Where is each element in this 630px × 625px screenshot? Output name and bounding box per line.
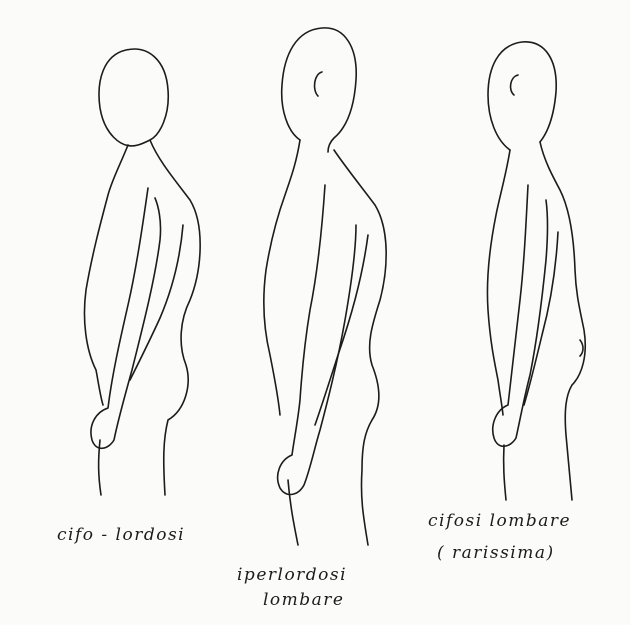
figure-1-head [99,49,168,146]
caption-cifosi-lombare-line-2: ( rarissima) [437,543,555,563]
figure-3-leg [504,445,506,500]
figure-2-back [334,150,386,545]
figure-1-arm-inner [130,225,183,380]
figure-1-front [84,145,128,405]
figure-3-back [540,142,585,500]
figure-2-leg [288,480,298,545]
figure-2-arm-inner [315,235,368,425]
figure-1-arm [91,188,161,448]
figure-2-ear [315,72,322,96]
figure-1-back [150,140,200,495]
caption-iperlordosi-line-1: iperlordosi [237,565,347,585]
figure-cifosi-lombare [487,42,585,500]
caption-cifosi-lombare-line-1: cifosi lombare [428,511,571,531]
figure-3-arm [493,185,548,446]
figure-3-lumbar-mark [580,340,583,356]
figure-iperlordosi-lombare [264,28,386,545]
figure-3-ear [511,75,518,95]
figure-2-front [264,140,300,415]
caption-cifo-lordosi: cifo - lordosi [57,525,185,545]
figure-cifo-lordosi [84,49,200,495]
caption-iperlordosi-line-2: lombare [263,590,345,610]
figure-2-arm [278,185,356,494]
figure-2-head [282,28,357,152]
figure-3-front [487,150,510,415]
figure-3-head [488,42,556,150]
